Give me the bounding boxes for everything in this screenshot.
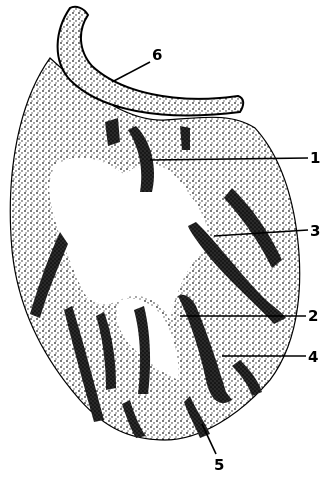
label-4: 4 xyxy=(308,348,318,366)
label-5: 5 xyxy=(214,456,224,474)
label-1: 1 xyxy=(310,149,320,167)
label-6: 6 xyxy=(152,46,162,64)
leader-6 xyxy=(112,62,150,82)
label-3: 3 xyxy=(310,222,320,240)
label-2: 2 xyxy=(308,307,318,325)
